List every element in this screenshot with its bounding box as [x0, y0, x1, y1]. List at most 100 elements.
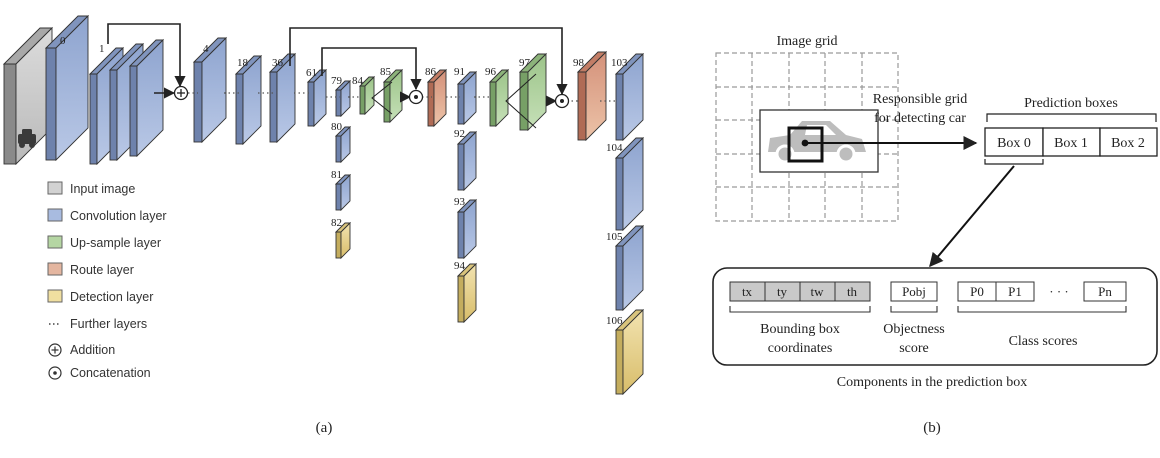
- layer-label-92: 92: [454, 128, 465, 140]
- legend-addition-icon: [48, 343, 62, 357]
- component-cells: tx ty tw th Pobj P0 P1 · · · Pn: [729, 281, 1127, 302]
- layer-l104-block: [614, 136, 645, 232]
- component-brackets: [729, 306, 1127, 313]
- legend-conv-label: Convolution layer: [70, 209, 167, 223]
- legend-addition-label: Addition: [70, 343, 115, 357]
- responsible-grid-cell: [787, 126, 824, 163]
- layer-number-labels: 0 1 4 18 36 61 79 80 81 82 84 85 86 91 9…: [60, 35, 628, 327]
- layer-l93-block: [456, 198, 478, 260]
- caption-b: (b): [923, 420, 941, 436]
- class-scores-label: Class scores: [1009, 334, 1078, 349]
- layer-label-79: 79: [331, 75, 343, 87]
- coord-tx: tx: [742, 284, 753, 299]
- box-1-label: Box 1: [1054, 136, 1088, 151]
- layer-label-94: 94: [454, 260, 466, 272]
- objectness-label-1: Objectness: [883, 322, 944, 337]
- addition-icon: [173, 85, 189, 101]
- components-caption: Components in the prediction box: [837, 375, 1028, 390]
- input-car-icon: [18, 129, 36, 148]
- layer-l82-block: [334, 221, 352, 260]
- legend-swatch-upsample: [47, 235, 63, 249]
- legend-swatch-detection: [47, 289, 63, 303]
- expand-arrow: [929, 165, 1015, 268]
- skip-connection-36: [289, 27, 568, 96]
- coord-tw: tw: [811, 284, 825, 299]
- caption-a: (a): [316, 420, 333, 436]
- layer-label-0: 0: [60, 35, 66, 47]
- concatenation-icon: [554, 93, 570, 109]
- layer-label-4: 4: [203, 43, 209, 55]
- concatenation-icon: [408, 89, 424, 105]
- upsample-pyramid-icon: [371, 73, 537, 129]
- bbox-label-1: Bounding box: [760, 322, 840, 337]
- layer-l84-block: [358, 75, 376, 116]
- skip-connection-add: [107, 23, 186, 88]
- legend-swatch-input: [47, 181, 63, 195]
- layer-label-80: 80: [331, 121, 343, 133]
- layer-l4-block: [192, 36, 228, 144]
- box-0-bracket: [984, 159, 1044, 165]
- class-p1: P1: [1008, 284, 1022, 299]
- responsible-grid-label-2: for detecting car: [874, 111, 966, 126]
- layer-label-104: 104: [606, 142, 623, 154]
- pobj-cell: Pobj: [902, 284, 926, 299]
- layer-label-36: 36: [272, 57, 284, 69]
- layer-label-82: 82: [331, 217, 342, 229]
- coord-ty: ty: [777, 284, 788, 299]
- component-labels: Bounding box coordinates Objectness scor…: [760, 322, 1077, 356]
- layer-l80-block: [334, 125, 352, 164]
- coord-th: th: [847, 284, 858, 299]
- layer-l85-block: [382, 68, 404, 124]
- further-layers-dots: [188, 92, 616, 102]
- layer-label-106: 106: [606, 315, 623, 327]
- legend-route-label: Route layer: [70, 263, 134, 277]
- legend-concat-label: Concatenation: [70, 366, 151, 380]
- responsible-grid-label-1: Responsible grid: [873, 92, 968, 107]
- bbox-label-2: coordinates: [768, 341, 833, 356]
- layer-stack: [2, 14, 645, 396]
- layer-l86-block: [426, 68, 448, 128]
- layer-l94-block: [456, 262, 478, 324]
- layer-label-91: 91: [454, 66, 465, 78]
- layer-label-97: 97: [519, 57, 531, 69]
- image-grid-title: Image grid: [776, 34, 837, 49]
- legend-upsample-label: Up-sample layer: [70, 236, 161, 250]
- legend-concatenation-icon: [48, 366, 62, 380]
- layer-label-84: 84: [352, 75, 364, 87]
- layer-label-1: 1: [99, 43, 105, 55]
- layer-l81-block: [334, 173, 352, 212]
- prediction-boxes: Box 0 Box 1 Box 2: [984, 127, 1158, 157]
- layer-l92-block: [456, 130, 478, 192]
- layer-label-18: 18: [237, 57, 249, 69]
- prediction-boxes-bracket: [986, 113, 1157, 122]
- skip-connection-61: [321, 47, 422, 91]
- legend-further-label: Further layers: [70, 317, 147, 331]
- layer-label-103: 103: [611, 57, 628, 69]
- layer-label-105: 105: [606, 231, 623, 243]
- legend-input-label: Input image: [70, 182, 135, 196]
- layer-l61-block: [306, 68, 328, 128]
- layer-l96-block: [488, 68, 510, 128]
- layer-label-86: 86: [425, 66, 437, 78]
- layer-l97-block: [518, 52, 548, 132]
- legend-swatch-route: [47, 262, 63, 276]
- class-dots: · · ·: [1049, 284, 1069, 299]
- layer-l91-block: [456, 70, 478, 126]
- layer-label-81: 81: [331, 169, 342, 181]
- box-2-label: Box 2: [1111, 136, 1145, 151]
- layer-label-93: 93: [454, 196, 466, 208]
- layer-l18-block: [234, 54, 263, 146]
- layer-label-96: 96: [485, 66, 497, 78]
- layer-label-61: 61: [306, 67, 317, 79]
- layer-l106-block: [614, 308, 645, 396]
- class-pn: Pn: [1098, 284, 1112, 299]
- box-0-label: Box 0: [997, 136, 1031, 151]
- layer-l1c-block: [128, 38, 165, 158]
- class-p0: P0: [970, 284, 984, 299]
- layer-l0-block: [44, 14, 90, 162]
- prediction-boxes-title: Prediction boxes: [1024, 96, 1118, 111]
- layer-l79-block: [334, 79, 352, 118]
- objectness-label-2: score: [899, 341, 929, 356]
- layer-label-85: 85: [380, 66, 392, 78]
